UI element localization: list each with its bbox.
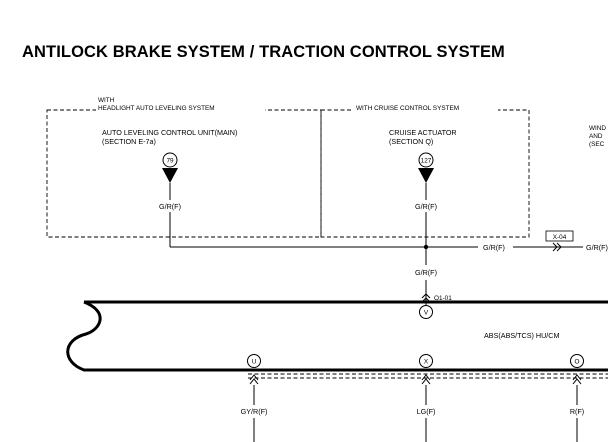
leveling-unit-section: (SECTION E-7a) — [102, 137, 156, 146]
hu-cm-module-label: ABS(ABS/TCS) HU/CM — [484, 331, 559, 340]
connector-ref-label: X-04 — [553, 234, 567, 241]
right-wire-label: G/R(F) — [586, 243, 608, 252]
hu-cm-pin-o — [570, 354, 584, 368]
cruise-terminal-circle — [418, 152, 434, 168]
page-title: ANTILOCK BRAKE SYSTEM / TRACTION CONTROL… — [22, 43, 505, 61]
splice-junction — [423, 244, 429, 250]
leveling-terminal-number: 79 — [166, 158, 174, 165]
leveling-terminal-arrow — [162, 168, 178, 183]
bottom-wire-label-o: R(F) — [570, 407, 584, 416]
connector-chevron — [552, 242, 562, 252]
cruise-actuator-section: (SECTION Q) — [389, 137, 433, 146]
cruise-wire-label: G/R(F) — [415, 202, 437, 211]
headlight-option-label-line2: HEADLIGHT AUTO LEVELING SYSTEM — [98, 105, 215, 112]
hu-cm-pin-v-label: V — [424, 310, 429, 317]
hu-cm-pin-x — [419, 354, 433, 368]
bus-wire-label: G/R(F) — [483, 243, 505, 252]
down-wire-label: G/R(F) — [415, 268, 437, 277]
hu-cm-pin-v — [419, 305, 433, 319]
right-cut-label-line2: AND — [589, 133, 603, 140]
bottom-wire-label-u: GY/R(F) — [241, 407, 268, 416]
cruise-actuator-name: CRUISE ACTUATOR — [389, 128, 457, 137]
right-cut-label-line1: WIND — [589, 125, 606, 132]
headlight-option-label-line1: WITH — [98, 97, 115, 104]
leveling-wire-label: G/R(F) — [159, 202, 181, 211]
connector-ref-box — [545, 230, 574, 242]
hu-cm-pin-u-label: U — [252, 359, 257, 366]
leveling-terminal-circle — [162, 152, 178, 168]
o1-connector-label: O1-01 — [434, 295, 452, 302]
right-cut-label-line3: (SEC — [589, 141, 605, 148]
bottom-wire-label-x: LG(F) — [417, 407, 436, 416]
hu-cm-pin-o-label: O — [575, 359, 580, 366]
hu-cm-pin-x-label: X — [424, 359, 429, 366]
hu-cm-module-outline — [66, 300, 608, 372]
cruise-terminal-number: 127 — [421, 158, 432, 165]
cruise-option-label: WITH CRUISE CONTROL SYSTEM — [356, 105, 459, 112]
leveling-unit-name: AUTO LEVELING CONTROL UNIT(MAIN) — [102, 128, 237, 137]
hu-cm-pin-u — [247, 354, 261, 368]
cruise-terminal-arrow — [418, 168, 434, 183]
